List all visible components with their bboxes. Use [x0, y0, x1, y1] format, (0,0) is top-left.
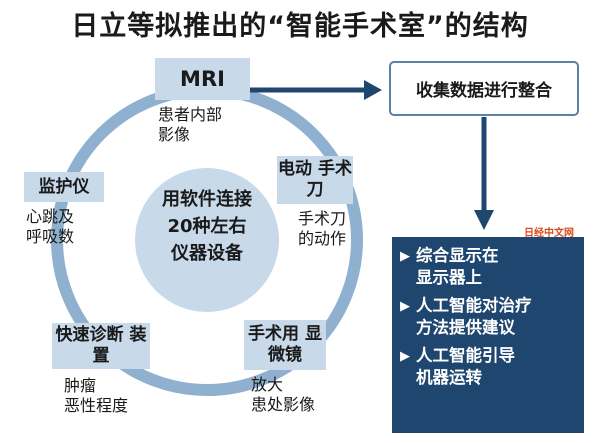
node-electric-scalpel-desc: 手术刀 的动作	[298, 209, 347, 248]
panel-item-text: 综合显示在 显示器上	[416, 246, 499, 287]
output-panel: ▶ 综合显示在 显示器上 ▶ 人工智能对治疗 方法提供建议 ▶ 人工智能引导 机…	[392, 237, 584, 433]
panel-item: ▶ 综合显示在 显示器上	[400, 245, 578, 289]
node-rapid-diagnosis-desc: 肿瘤 恶性程度	[64, 376, 129, 415]
panel-item: ▶ 人工智能引导 机器运转	[400, 345, 578, 389]
watermark: 日经中文网	[524, 228, 574, 239]
node-monitor: 监护仪	[24, 172, 104, 202]
node-electric-scalpel: 电动 手术刀	[277, 156, 353, 204]
page-title: 日立等拟推出的“智能手术室”的结构	[71, 11, 529, 42]
node-microscope-desc: 放大 患处影像	[251, 375, 316, 414]
node-mri-desc: 患者内部 影像	[158, 105, 223, 144]
node-monitor-desc: 心跳及 呼吸数	[26, 207, 75, 246]
arrow-to-collect-head	[364, 80, 382, 100]
triangle-bullet-icon: ▶	[400, 349, 410, 364]
triangle-bullet-icon: ▶	[400, 299, 410, 314]
node-rapid-diagnosis: 快速诊断 装置	[52, 323, 150, 369]
panel-item-text: 人工智能引导 机器运转	[416, 346, 515, 387]
center-hub	[135, 168, 279, 312]
node-microscope: 手术用 显微镜	[244, 320, 326, 370]
triangle-bullet-icon: ▶	[400, 249, 410, 264]
panel-item: ▶ 人工智能对治疗 方法提供建议	[400, 295, 578, 339]
collect-data-box: 收集数据进行整合	[389, 61, 579, 116]
arrow-to-panel-head	[474, 210, 494, 230]
center-label: 用软件连接 20种左右 仪器设备	[162, 189, 252, 264]
panel-item-text: 人工智能对治疗 方法提供建议	[416, 296, 532, 337]
node-mri: MRI	[155, 58, 250, 100]
